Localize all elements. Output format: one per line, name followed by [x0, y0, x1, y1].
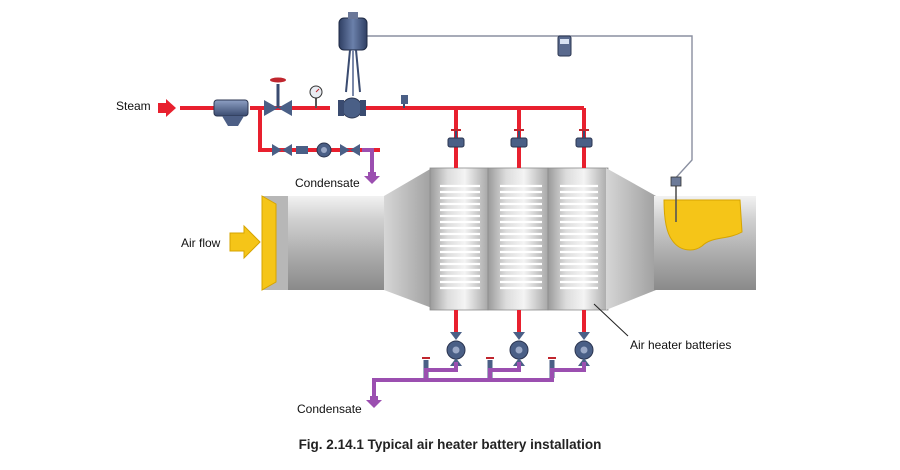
branch-valve-body	[510, 137, 528, 148]
air-heater-batteries-label: Air heater batteries	[630, 338, 732, 352]
air-flow-arrow-icon	[229, 224, 261, 260]
inlet-transition	[384, 168, 432, 308]
condensate-arrow-bottom-icon	[366, 396, 382, 408]
outlet-duct	[654, 196, 756, 290]
steam-trap-cap	[452, 346, 460, 354]
steam-label: Steam	[116, 99, 151, 113]
air-warm-fill	[663, 199, 743, 251]
air-flow-label: Air flow	[181, 236, 221, 250]
lower-condensate-line	[372, 362, 586, 396]
figure-caption: Fig. 2.14.1 Typical air heater battery i…	[298, 437, 602, 452]
trap-valve-top	[578, 332, 590, 340]
outlet-transition	[606, 168, 656, 310]
trap-valve-top	[450, 332, 462, 340]
battery-fins	[440, 184, 598, 290]
isolation-valve-icon	[264, 77, 292, 116]
condensate-arrow-top-icon	[364, 172, 380, 184]
branch-valve-body	[575, 137, 593, 148]
controller-icon	[557, 35, 572, 57]
branch-valve-body	[447, 137, 465, 148]
trap-valve-top	[513, 332, 525, 340]
condensate-bottom-label: Condensate	[297, 402, 362, 416]
pressure-gauge-icon	[309, 85, 323, 108]
steam-arrow-icon	[158, 99, 176, 117]
batteries-leader-line	[593, 303, 629, 337]
control-signal-line	[354, 35, 693, 183]
upper-trap-set	[272, 142, 360, 158]
pressure-switch-icon	[401, 95, 408, 108]
inlet-duct	[261, 195, 388, 291]
strainer-icon	[213, 99, 249, 126]
upper-condensate-line	[362, 148, 374, 172]
branch-valve-icons	[447, 129, 593, 148]
steam-trap-cap	[515, 346, 523, 354]
control-valve-icon	[338, 12, 368, 119]
condensate-top-label: Condensate	[295, 176, 360, 190]
steam-trap-cap	[580, 346, 588, 354]
lower-steam-drops	[454, 310, 586, 332]
temperature-sensor-icon	[670, 176, 682, 222]
